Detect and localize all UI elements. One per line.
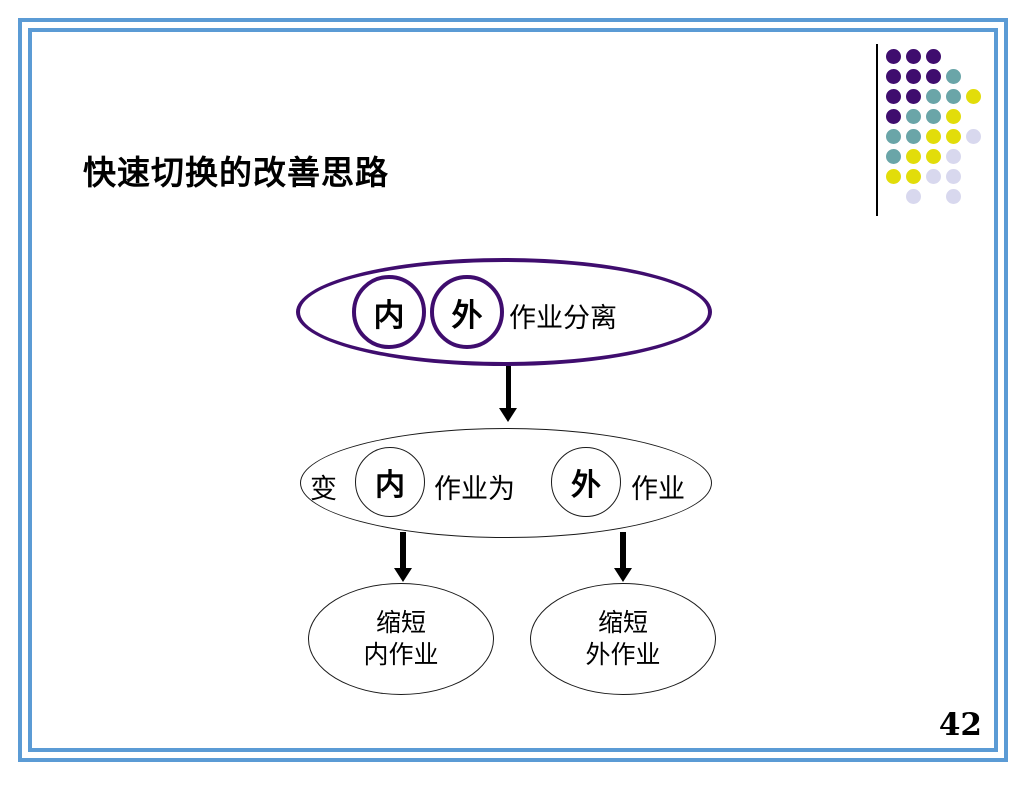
label-mid-middle: 作业为 <box>434 474 515 505</box>
page-number: 42 <box>938 707 982 743</box>
decorative-dot <box>966 129 981 144</box>
decorative-dot <box>946 109 961 124</box>
decorative-dot <box>946 149 961 164</box>
decorative-dot <box>906 89 921 104</box>
decorative-dot <box>906 69 921 84</box>
diagram-node-shorten-external <box>530 583 716 695</box>
label-shorten-external: 缩短 外作业 <box>530 607 716 671</box>
label-shorten-external-line1: 缩短 <box>597 608 648 637</box>
decorative-dot <box>886 129 901 144</box>
decorative-dot <box>926 69 941 84</box>
decorative-dot <box>906 49 921 64</box>
decorative-dot <box>906 169 921 184</box>
label-mid-prefix: 变 <box>310 474 337 505</box>
diagram-node-shorten-internal <box>308 583 494 695</box>
dot-grid-decoration <box>886 49 996 204</box>
decorative-dot <box>886 149 901 164</box>
header-divider-line <box>876 44 878 216</box>
decorative-dot <box>946 169 961 184</box>
decorative-dot <box>926 169 941 184</box>
diagram-node-separate-internal-external <box>296 258 712 366</box>
label-shorten-internal-line2: 内作业 <box>363 640 439 669</box>
decorative-dot <box>946 129 961 144</box>
decorative-dot <box>946 89 961 104</box>
decorative-dot <box>926 109 941 124</box>
circle-internal-mid: 内 <box>355 447 425 517</box>
decorative-dot <box>946 69 961 84</box>
slide-border-inner <box>28 28 998 752</box>
circle-external-mid: 外 <box>551 447 621 517</box>
arrow-down-icon-2-head <box>394 568 412 582</box>
decorative-dot <box>886 169 901 184</box>
decorative-dot <box>966 89 981 104</box>
decorative-dot <box>926 129 941 144</box>
arrow-down-icon-3-head <box>614 568 632 582</box>
circle-internal-top: 内 <box>352 275 426 349</box>
decorative-dot <box>926 49 941 64</box>
page-title: 快速切换的改善思路 <box>83 153 389 192</box>
decorative-dot <box>906 109 921 124</box>
arrow-down-icon-1-shaft <box>506 366 511 410</box>
label-shorten-internal-line1: 缩短 <box>375 608 426 637</box>
arrow-down-icon-2-shaft <box>400 532 406 570</box>
decorative-dot <box>906 189 921 204</box>
slide-border-outer <box>18 18 1008 762</box>
decorative-dot <box>886 109 901 124</box>
label-top-suffix: 作业分离 <box>509 303 617 334</box>
arrow-down-icon-1-head <box>499 408 517 422</box>
label-shorten-external-line2: 外作业 <box>585 640 661 669</box>
diagram-node-convert-internal-to-external <box>300 428 712 538</box>
label-mid-suffix: 作业 <box>631 474 685 505</box>
decorative-dot <box>926 89 941 104</box>
decorative-dot <box>886 89 901 104</box>
decorative-dot <box>946 189 961 204</box>
circle-external-top: 外 <box>430 275 504 349</box>
decorative-dot <box>906 129 921 144</box>
decorative-dot <box>886 69 901 84</box>
label-shorten-internal: 缩短 内作业 <box>308 607 494 671</box>
decorative-dot <box>906 149 921 164</box>
decorative-dot <box>886 49 901 64</box>
decorative-dot <box>926 149 941 164</box>
arrow-down-icon-3-shaft <box>620 532 626 570</box>
